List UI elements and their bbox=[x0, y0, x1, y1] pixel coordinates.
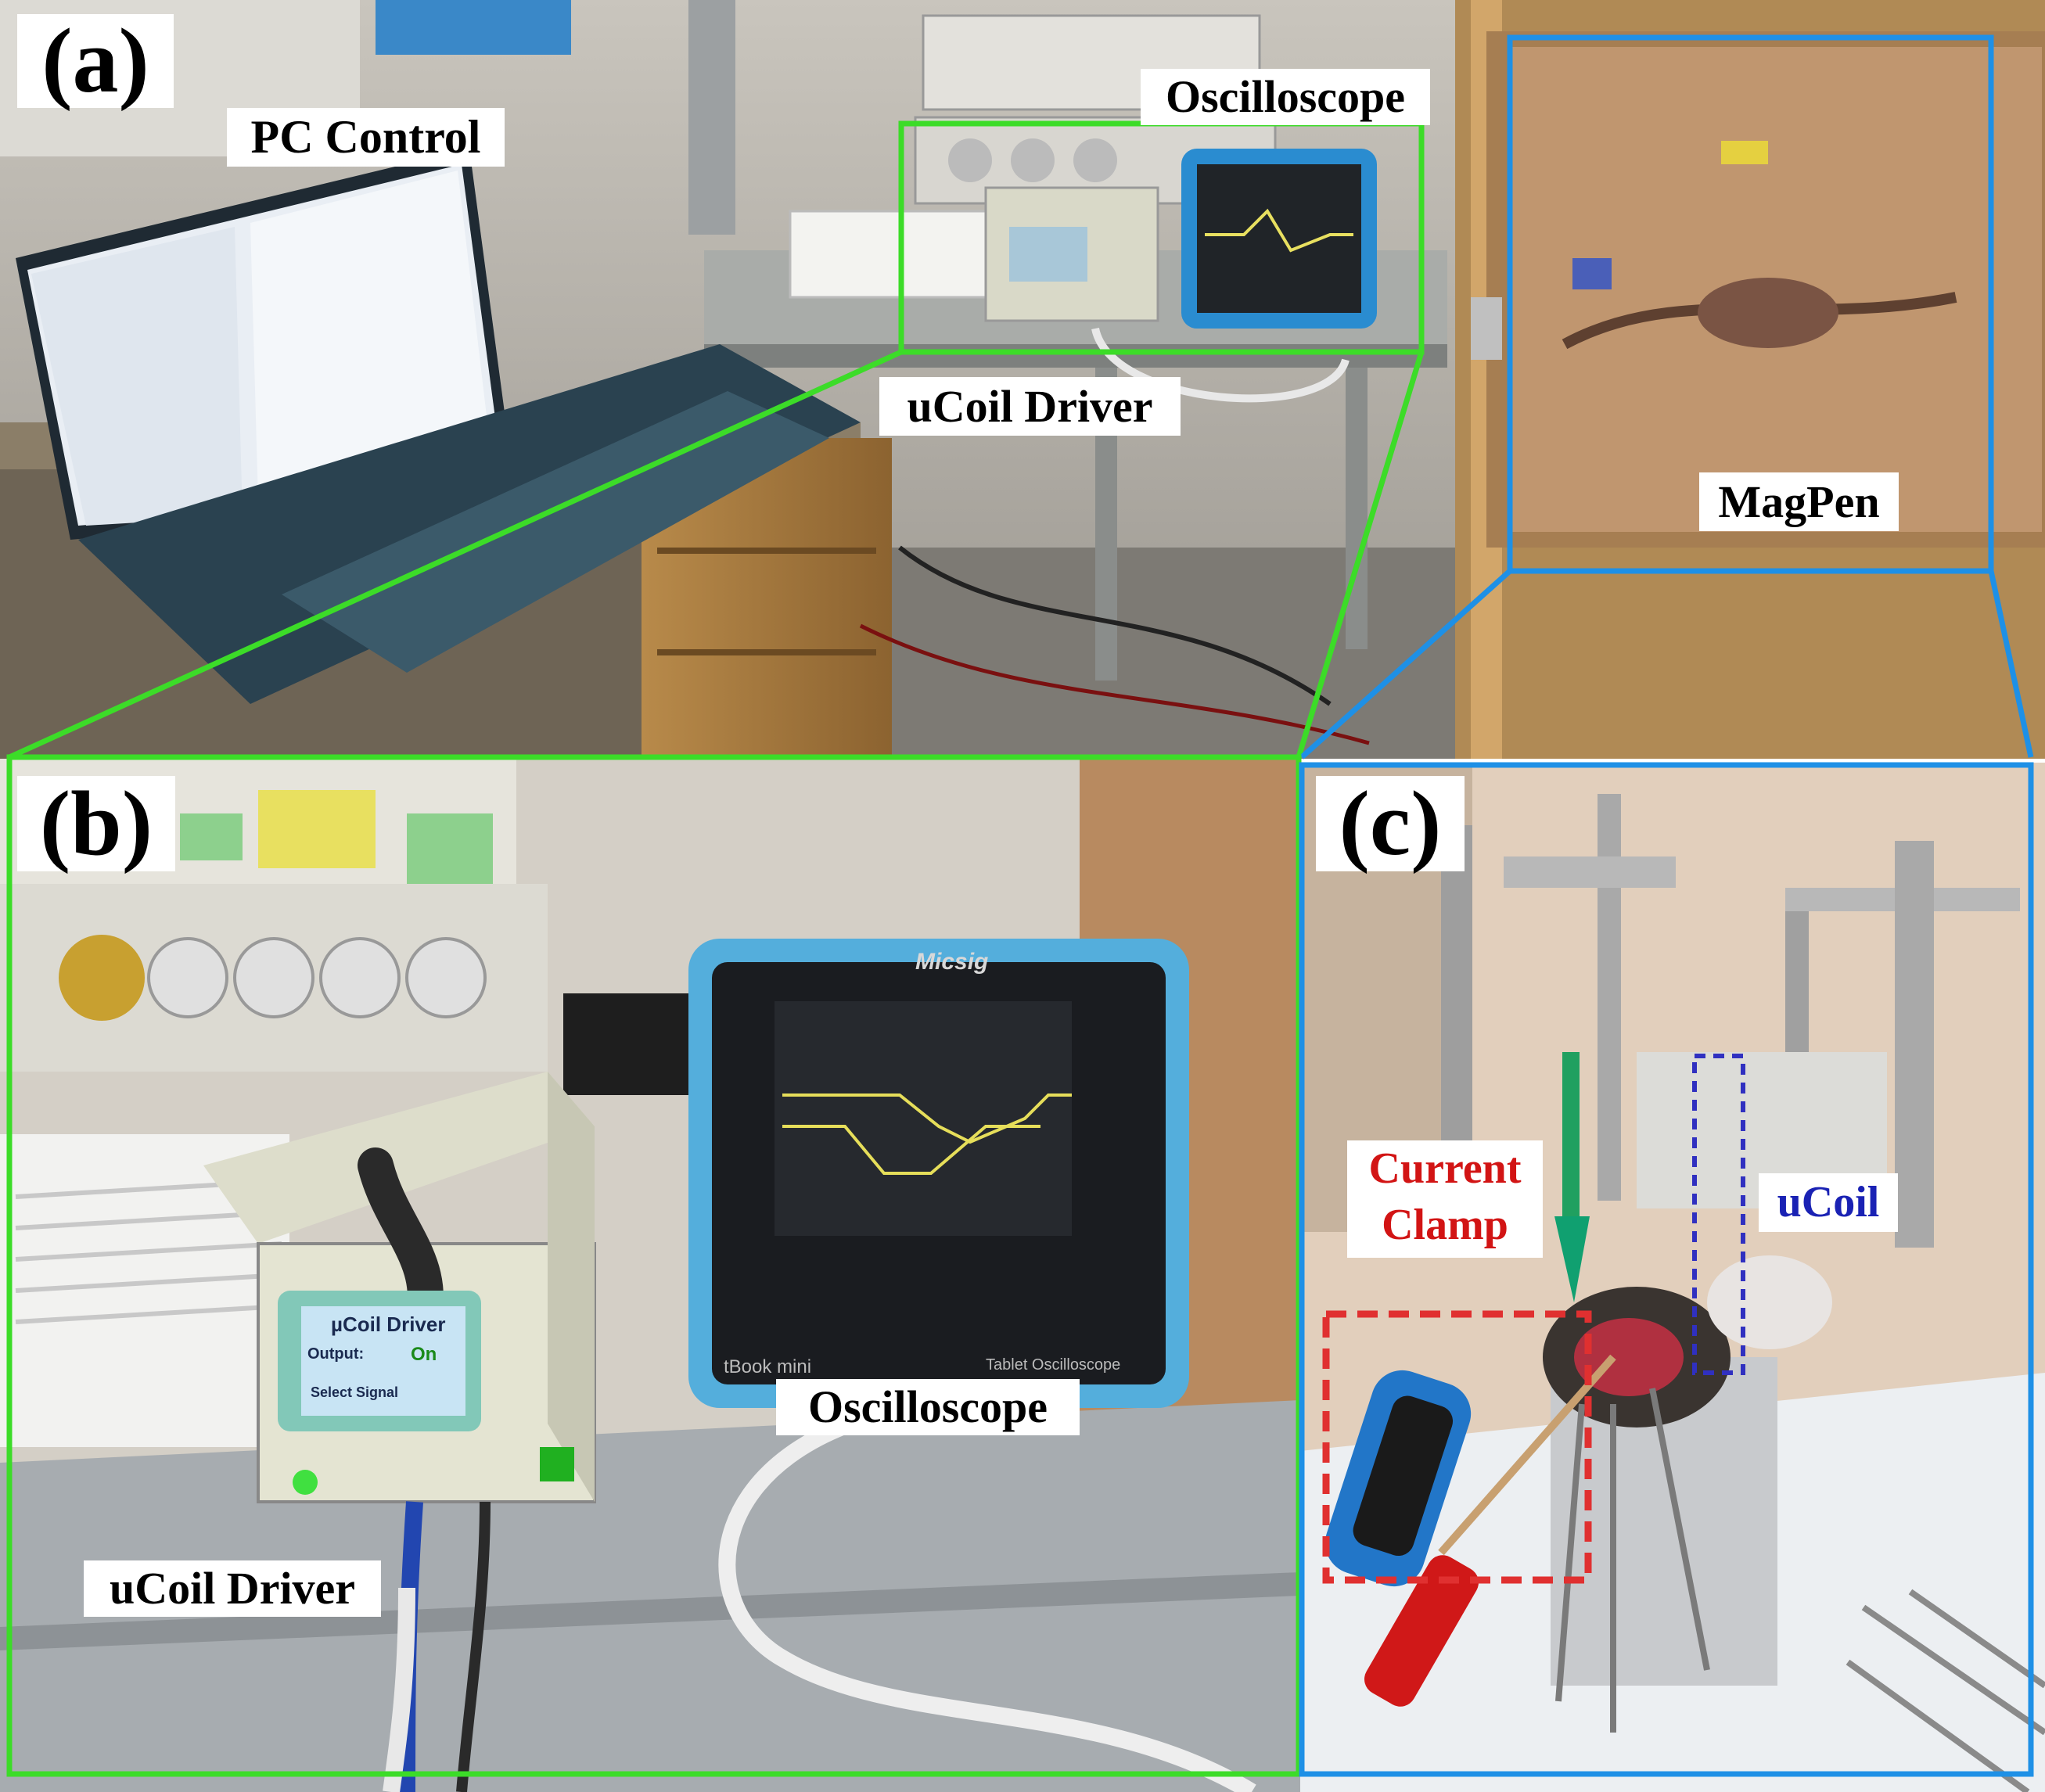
panel-a-ucoil-driver-label: uCoil Driver bbox=[879, 377, 1181, 436]
scope-brand-text: Micsig bbox=[915, 949, 989, 975]
ucoil-label: uCoil bbox=[1759, 1173, 1898, 1232]
current-clamp-dashed-box bbox=[1322, 1310, 1592, 1584]
current-clamp-label: Current Clamp bbox=[1347, 1140, 1543, 1258]
panel-a-oscilloscope-label: Oscilloscope bbox=[1141, 69, 1430, 125]
scope-caption-text: Tablet Oscilloscope bbox=[986, 1356, 1121, 1374]
panel-b-photo bbox=[0, 759, 1300, 1792]
current-clamp-label-line2: Clamp bbox=[1382, 1201, 1508, 1249]
device-screen-output-label: Output: bbox=[307, 1345, 365, 1363]
blue-connector-left bbox=[1299, 569, 1512, 760]
panel-b-oscilloscope-label: Oscilloscope bbox=[776, 1379, 1080, 1435]
current-clamp-label-line1: Current bbox=[1368, 1144, 1522, 1193]
panel-b-green-frame bbox=[6, 754, 1302, 1777]
panel-a-photo bbox=[0, 0, 2045, 759]
panel-c-letter: (c) bbox=[1316, 776, 1465, 871]
ucoil-dashed-box bbox=[1692, 1054, 1745, 1375]
panel-c-blue-frame bbox=[1299, 762, 2034, 1777]
device-screen-output-value: On bbox=[411, 1344, 437, 1365]
green-connector-left bbox=[8, 349, 903, 760]
green-connector-right bbox=[1296, 350, 1425, 759]
pc-control-label: PC Control bbox=[227, 108, 505, 167]
device-screen-select-signal: Select Signal bbox=[311, 1384, 399, 1400]
scope-model-text: tBook mini bbox=[724, 1356, 812, 1377]
device-screen-title: µCoil Driver bbox=[331, 1313, 446, 1336]
blue-connector-right bbox=[1988, 570, 2034, 758]
panel-a-letter: (a) bbox=[17, 14, 174, 108]
device-screen: µCoil Driver Output: On Select Signal bbox=[301, 1306, 465, 1416]
panel-b-letter: (b) bbox=[17, 776, 175, 871]
panel-a-blue-zoom-box bbox=[1507, 34, 1994, 574]
magpen-label: MagPen bbox=[1699, 472, 1899, 531]
panel-b-ucoil-driver-label: uCoil Driver bbox=[84, 1560, 381, 1617]
panel-a-green-zoom-box bbox=[898, 120, 1425, 355]
